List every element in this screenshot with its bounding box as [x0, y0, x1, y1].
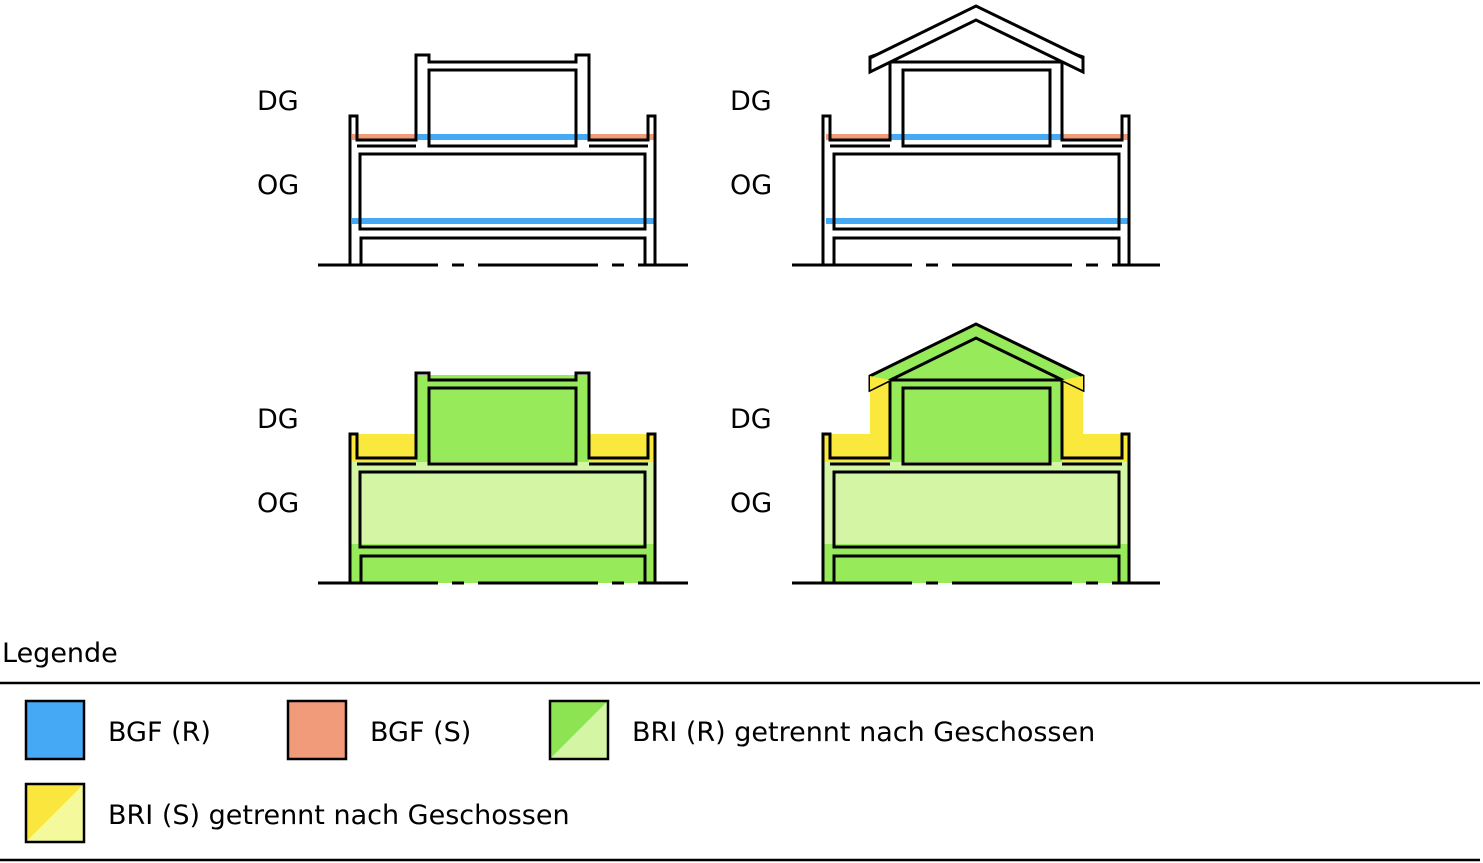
- og-room: [832, 470, 1121, 549]
- bri-r-light-fill: [350, 462, 655, 546]
- building-outline: [821, 60, 1131, 267]
- legend-swatch-bgf-r: [24, 699, 86, 761]
- legend-swatch-bgf-s: [286, 699, 348, 761]
- bgf-s-strip: [826, 134, 890, 140]
- section-top-left: DG OG: [257, 53, 688, 267]
- legend-label: BRI (R) getrennt nach Geschossen: [632, 717, 1095, 748]
- dormer-room: [427, 386, 578, 466]
- og-room: [832, 152, 1121, 231]
- bgf-s-strip: [1062, 134, 1129, 140]
- bgf-r-strip: [826, 218, 1129, 224]
- bri-r-light-fill: [823, 462, 1129, 546]
- section-bottom-right: DG OG: [730, 322, 1160, 585]
- section-bottom-left: DG OG: [257, 371, 688, 585]
- dormer-room: [901, 68, 1052, 148]
- floor-label-dg: DG: [730, 404, 772, 435]
- bgf-r-strip: [890, 134, 1062, 140]
- legend-label: BGF (R): [108, 717, 211, 748]
- floor-label-og: OG: [730, 488, 772, 519]
- floor-label-og: OG: [730, 170, 772, 201]
- dormer-room: [427, 68, 578, 148]
- legend: Legende BGF (R) BGF (S) BRI (R) getrennt…: [0, 638, 1480, 862]
- section-top-right: DG OG: [730, 4, 1160, 267]
- dormer-room: [901, 386, 1052, 466]
- bgf-r-strip: [352, 218, 655, 224]
- bgf-r-strip: [418, 134, 587, 140]
- floor-label-dg: DG: [257, 86, 299, 117]
- floor-label-og: OG: [257, 488, 299, 519]
- og-room: [358, 152, 647, 231]
- floor-label-dg: DG: [257, 404, 299, 435]
- building-outline: [348, 371, 657, 585]
- og-room: [358, 470, 647, 549]
- legend-title: Legende: [2, 638, 118, 669]
- bri-r-fill: [823, 544, 1129, 583]
- bri-r-fill: [350, 544, 655, 583]
- bri-r-fill: [416, 375, 589, 465]
- floor-label-dg: DG: [730, 86, 772, 117]
- bgf-s-strip: [587, 134, 655, 140]
- bgf-s-strip: [352, 134, 418, 140]
- floor-label-og: OG: [257, 170, 299, 201]
- legend-swatch-bri-r: [548, 699, 610, 761]
- building-outline: [348, 53, 657, 267]
- building-outline: [821, 378, 1131, 585]
- gable-roof: [868, 4, 1085, 75]
- legend-label: BGF (S): [370, 717, 471, 748]
- legend-swatch-bri-s: [24, 782, 86, 844]
- legend-label: BRI (S) getrennt nach Geschossen: [108, 800, 570, 831]
